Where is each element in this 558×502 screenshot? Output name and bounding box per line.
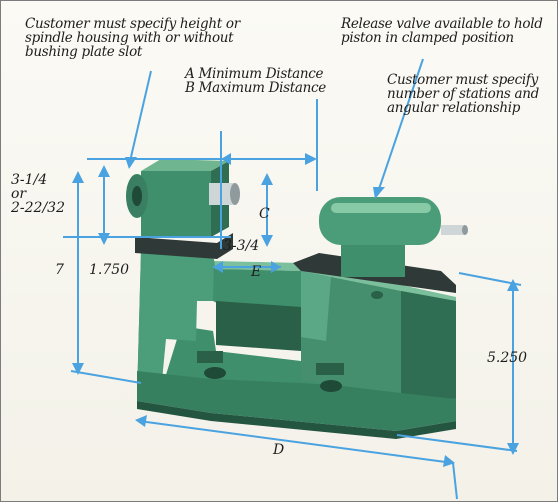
length-label: D — [273, 442, 285, 458]
spindle-plate — [135, 233, 233, 259]
gap-label: E — [251, 264, 262, 280]
arrow-base-top — [98, 165, 110, 177]
arrow-d-left — [135, 415, 147, 427]
cylinder-highlight — [331, 203, 431, 213]
arrow-right-bottom — [507, 443, 519, 455]
spindle-nose — [230, 183, 240, 205]
bottom-plate-edge — [137, 401, 456, 439]
arrow-e-left — [213, 261, 223, 273]
gusset — [301, 271, 331, 341]
left-column-side — [137, 251, 214, 396]
leader-release — [378, 58, 424, 190]
spindle-housing — [126, 159, 240, 259]
leader-spindle — [130, 70, 152, 158]
mount-hole-mid — [320, 380, 342, 392]
stations-note: Customer must specify number of stations… — [387, 72, 539, 116]
fixture-base — [137, 251, 456, 439]
block-width-label: 3-3/4 — [223, 238, 260, 254]
mount-slot-mid — [316, 363, 344, 375]
arrow-e-right — [271, 261, 281, 273]
clamp-cylinder — [293, 197, 468, 299]
base-height-label: 1.750 — [89, 262, 130, 278]
spindle-note: Customer must specify height or spindle … — [25, 16, 240, 60]
dim-line-d-right — [452, 462, 458, 500]
release-valve — [371, 291, 383, 299]
overall-height-label: 7 — [55, 262, 64, 278]
arrow-base-bottom — [98, 233, 110, 245]
spindle-block — [141, 171, 211, 237]
arrow-leader-release — [373, 187, 385, 199]
mount-hole-left — [204, 367, 226, 379]
right-upright-side — [401, 291, 456, 399]
distance-legend: A Minimum Distance B Maximum Distance — [185, 66, 326, 96]
arrow-d-right — [443, 455, 455, 467]
dim-line-d — [138, 420, 454, 464]
piston-tip — [462, 225, 468, 235]
arrow-c-bottom — [261, 235, 273, 247]
mount-slot-left — [197, 351, 223, 363]
arrow-ab-right — [305, 153, 317, 165]
arrow-overall-bottom — [72, 363, 84, 375]
callout-lines — [63, 58, 522, 500]
release-valve-note: Release valve available to hold piston i… — [341, 16, 543, 46]
left-height-label: 3-1/4 or 2-22/32 — [11, 172, 65, 216]
beam-cutout — [216, 301, 301, 351]
arrow-overall-top — [72, 171, 84, 183]
arrowheads — [72, 153, 519, 467]
piston-rod — [441, 225, 465, 235]
arrow-c-top — [261, 173, 273, 185]
spindle-block-top — [141, 159, 229, 171]
right-height-label: 5.250 — [487, 350, 528, 366]
arrow-right-top — [507, 279, 519, 291]
dim-line-right-top — [458, 272, 522, 286]
center-offset-label: C — [259, 206, 270, 222]
dim-line-left-base — [70, 370, 142, 384]
bottom-plate — [137, 371, 456, 431]
dim-line-bottom-right — [396, 434, 518, 452]
base-top-face — [214, 261, 456, 305]
arrow-ab-left — [221, 153, 231, 165]
arrow-leader-spindle — [125, 157, 137, 169]
handwheel-hub — [132, 186, 142, 206]
